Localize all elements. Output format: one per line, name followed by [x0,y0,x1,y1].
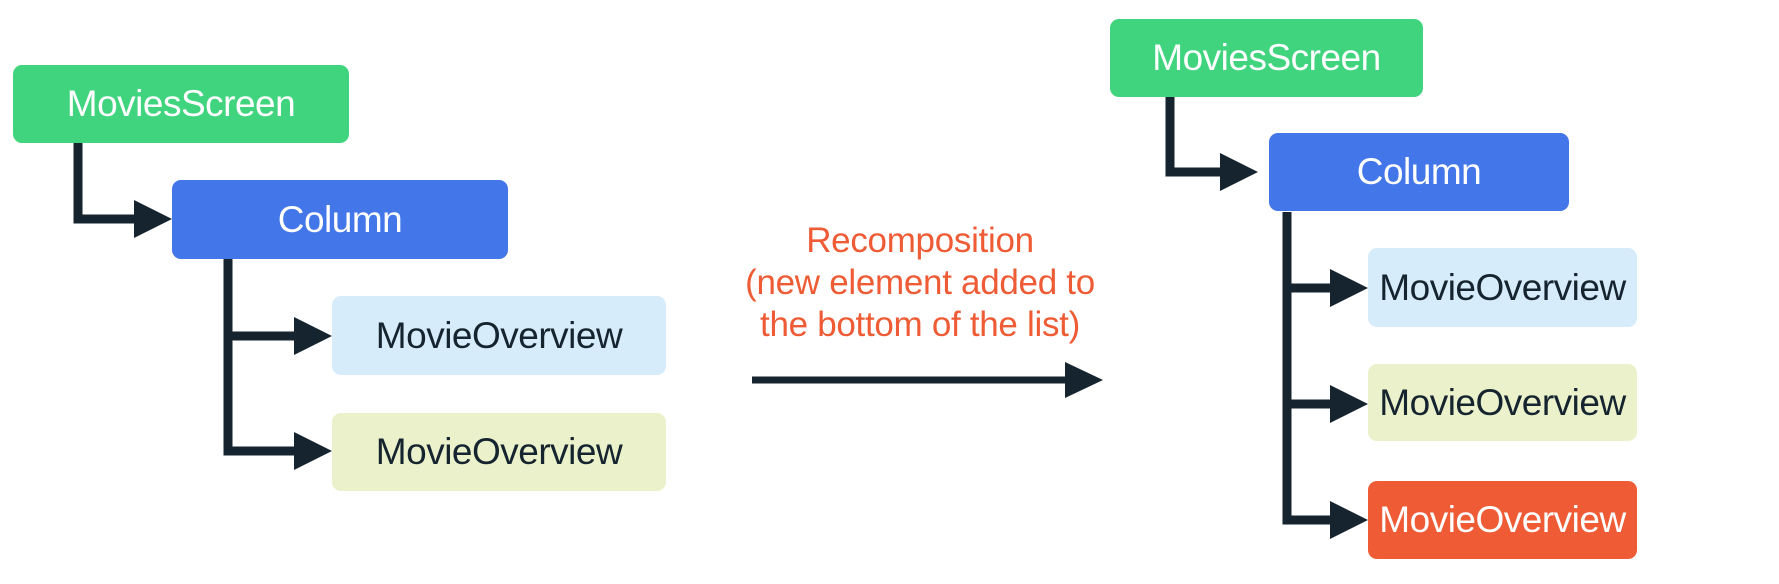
after-node-movieoverview-1: MovieOverview [1368,248,1637,327]
after-node-movieoverview-new: MovieOverview [1368,481,1637,559]
after-trunk-line [1282,212,1332,525]
arrow-right-icon [1065,362,1103,398]
recomposition-label: Recomposition (new element added to the … [690,220,1150,346]
before-root-connector [73,143,172,238]
before-children-connector [223,259,332,470]
before-node-movieoverview-1: MovieOverview [332,296,666,375]
after-root-connector [1165,97,1258,191]
arrowhead-icon [1330,385,1368,423]
node-label: MovieOverview [1379,266,1626,308]
recomposition-label-line: (new element added to [745,263,1095,302]
node-label: MovieOverview [375,314,623,356]
after-root-elbow-line [1165,97,1222,177]
arrowhead-icon [294,432,332,470]
recomposition-label-line: Recomposition [806,221,1034,260]
recomposition-arrow [752,362,1103,398]
after-node-movieoverview-2: MovieOverview [1368,364,1637,441]
node-label: MovieOverview [1379,381,1626,423]
arrowhead-icon [294,317,332,355]
arrowhead-icon [134,200,172,238]
node-label: Column [1356,151,1482,192]
arrowhead-icon [1220,153,1258,191]
node-label: Column [277,198,403,240]
recomposition-label-line: the bottom of the list) [760,305,1080,344]
node-label: MoviesScreen [66,83,296,124]
before-root-elbow-line [73,143,136,224]
node-label: MovieOverview [1379,499,1626,540]
before-trunk-line [223,259,296,456]
arrowhead-icon [1330,501,1368,539]
arrowhead-icon [1330,269,1368,307]
node-label: MovieOverview [375,431,623,472]
before-node-movieoverview-2: MovieOverview [332,413,666,491]
after-node-moviesscreen: MoviesScreen [1110,19,1423,97]
after-children-connector [1282,212,1368,539]
after-node-column: Column [1269,133,1569,211]
before-node-column: Column [172,180,508,259]
node-label: MoviesScreen [1152,37,1381,78]
before-node-moviesscreen: MoviesScreen [13,65,349,143]
